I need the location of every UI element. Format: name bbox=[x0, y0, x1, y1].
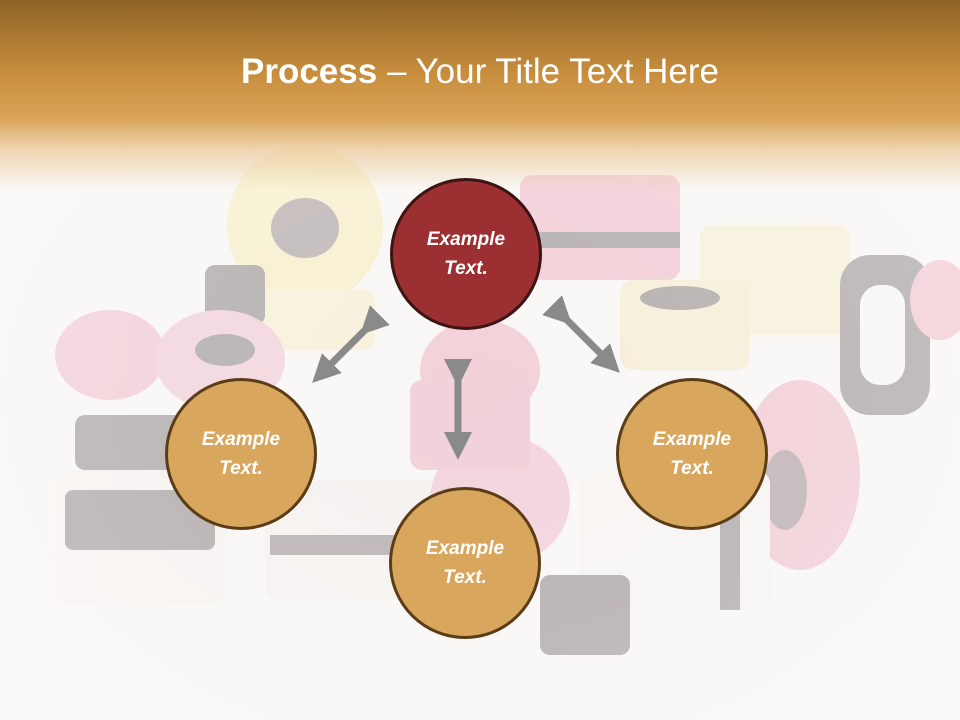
arrow-top-right bbox=[542, 295, 620, 373]
header-band bbox=[0, 0, 960, 190]
arrow-top-left bbox=[312, 305, 390, 383]
node-bottom-label: Example Text. bbox=[425, 538, 505, 588]
slide-title: Process – Your Title Text Here bbox=[0, 52, 960, 92]
node-top: Example Text. bbox=[390, 178, 542, 330]
node-left: Example Text. bbox=[165, 378, 317, 530]
node-right-label: Example Text. bbox=[652, 429, 732, 479]
node-bottom: Example Text. bbox=[389, 487, 541, 639]
node-left-label: Example Text. bbox=[201, 429, 281, 479]
node-top-label: Example Text. bbox=[426, 229, 506, 279]
title-rest-part: – Your Title Text Here bbox=[377, 52, 719, 91]
title-bold-part: Process bbox=[241, 52, 378, 91]
node-right: Example Text. bbox=[616, 378, 768, 530]
